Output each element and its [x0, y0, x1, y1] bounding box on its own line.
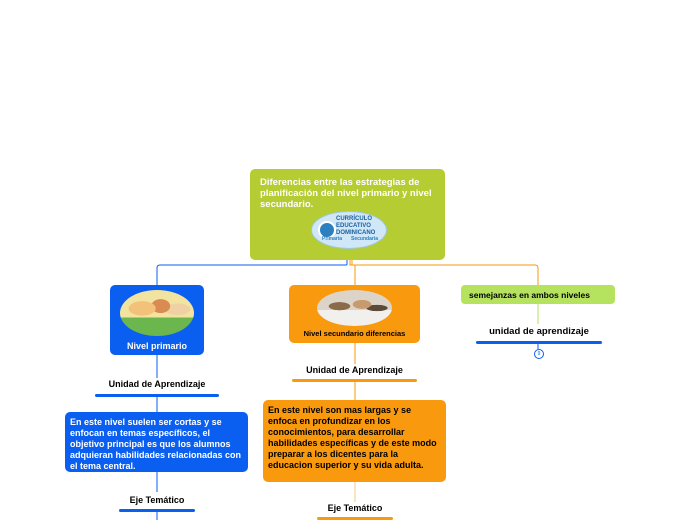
topic-nivel-primario[interactable]: Nivel primario	[110, 285, 204, 355]
subtopic-unidad-secundario[interactable]: Unidad de Aprendizaje	[292, 365, 417, 382]
description-primario[interactable]: En este nivel suelen ser cortas y se enf…	[65, 412, 248, 472]
subtopic-unidad-semejanzas[interactable]: unidad de aprendizaje	[476, 326, 602, 344]
underline-bar	[119, 509, 195, 512]
unidad-label-secundario: Unidad de Aprendizaje	[306, 365, 403, 375]
collapsed-count: 9	[538, 351, 541, 357]
subtopic-unidad-primario[interactable]: Unidad de Aprendizaje	[95, 379, 219, 397]
unidad-label-semejanzas: unidad de aprendizaje	[489, 326, 589, 337]
students-image	[120, 290, 194, 336]
root-topic[interactable]: Diferencias entre las estrategias de pla…	[250, 169, 445, 260]
description-text-secundario: En este nivel son mas largas y se enfoca…	[268, 405, 437, 470]
connector-root-semejanzas	[352, 260, 538, 285]
topic-label-semejanzas: semejanzas en ambos niveles	[469, 290, 590, 300]
description-secundario[interactable]: En este nivel son mas largas y se enfoca…	[263, 400, 446, 482]
connector-root-primario	[157, 260, 347, 285]
description-text-primario: En este nivel suelen ser cortas y se enf…	[70, 417, 241, 471]
eje-label-secundario: Eje Temático	[328, 503, 383, 513]
topic-label-primario: Nivel primario	[110, 341, 204, 351]
subtopic-eje-secundario[interactable]: Eje Temático	[317, 503, 393, 520]
classroom-image	[317, 290, 392, 326]
underline-bar	[476, 341, 602, 344]
topic-semejanzas[interactable]: semejanzas en ambos niveles	[461, 285, 615, 304]
collapse-toggle[interactable]: 9	[534, 349, 544, 359]
curriculo-logo: CURRÍCULO EDUCATIVO DOMINICANO Primaria …	[311, 211, 387, 249]
topic-nivel-secundario[interactable]: Nivel secundario diferencias	[289, 285, 420, 343]
topic-label-secundario: Nivel secundario diferencias	[289, 329, 420, 338]
underline-bar	[95, 394, 219, 397]
eje-label-primario: Eje Temático	[130, 495, 185, 505]
logo-primaria-text: Primaria	[322, 234, 342, 245]
logo-secundaria-text: Secundaria	[351, 234, 378, 245]
subtopic-eje-primario[interactable]: Eje Temático	[119, 495, 195, 512]
root-title: Diferencias entre las estrategias de pla…	[260, 177, 435, 210]
unidad-label-primario: Unidad de Aprendizaje	[109, 379, 206, 389]
underline-bar	[292, 379, 417, 382]
